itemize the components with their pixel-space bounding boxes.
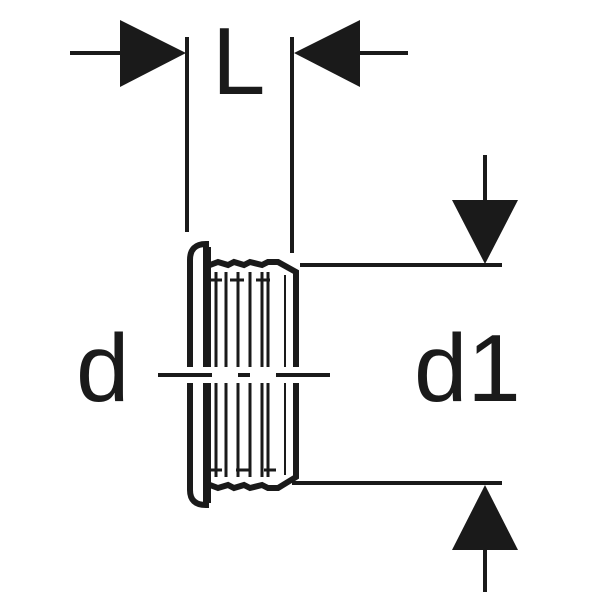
arrowhead-down-pointing (452, 200, 518, 264)
arrowhead-up-pointing (452, 485, 518, 550)
label-outer-diameter: d1 (414, 315, 521, 422)
internal-ribs (208, 272, 286, 477)
arrowhead-left-pointing (294, 20, 360, 87)
label-inner-diameter: d (76, 315, 129, 422)
label-length: L (212, 8, 265, 115)
fitting-body (187, 240, 299, 509)
arrowhead-right-pointing (120, 20, 186, 87)
